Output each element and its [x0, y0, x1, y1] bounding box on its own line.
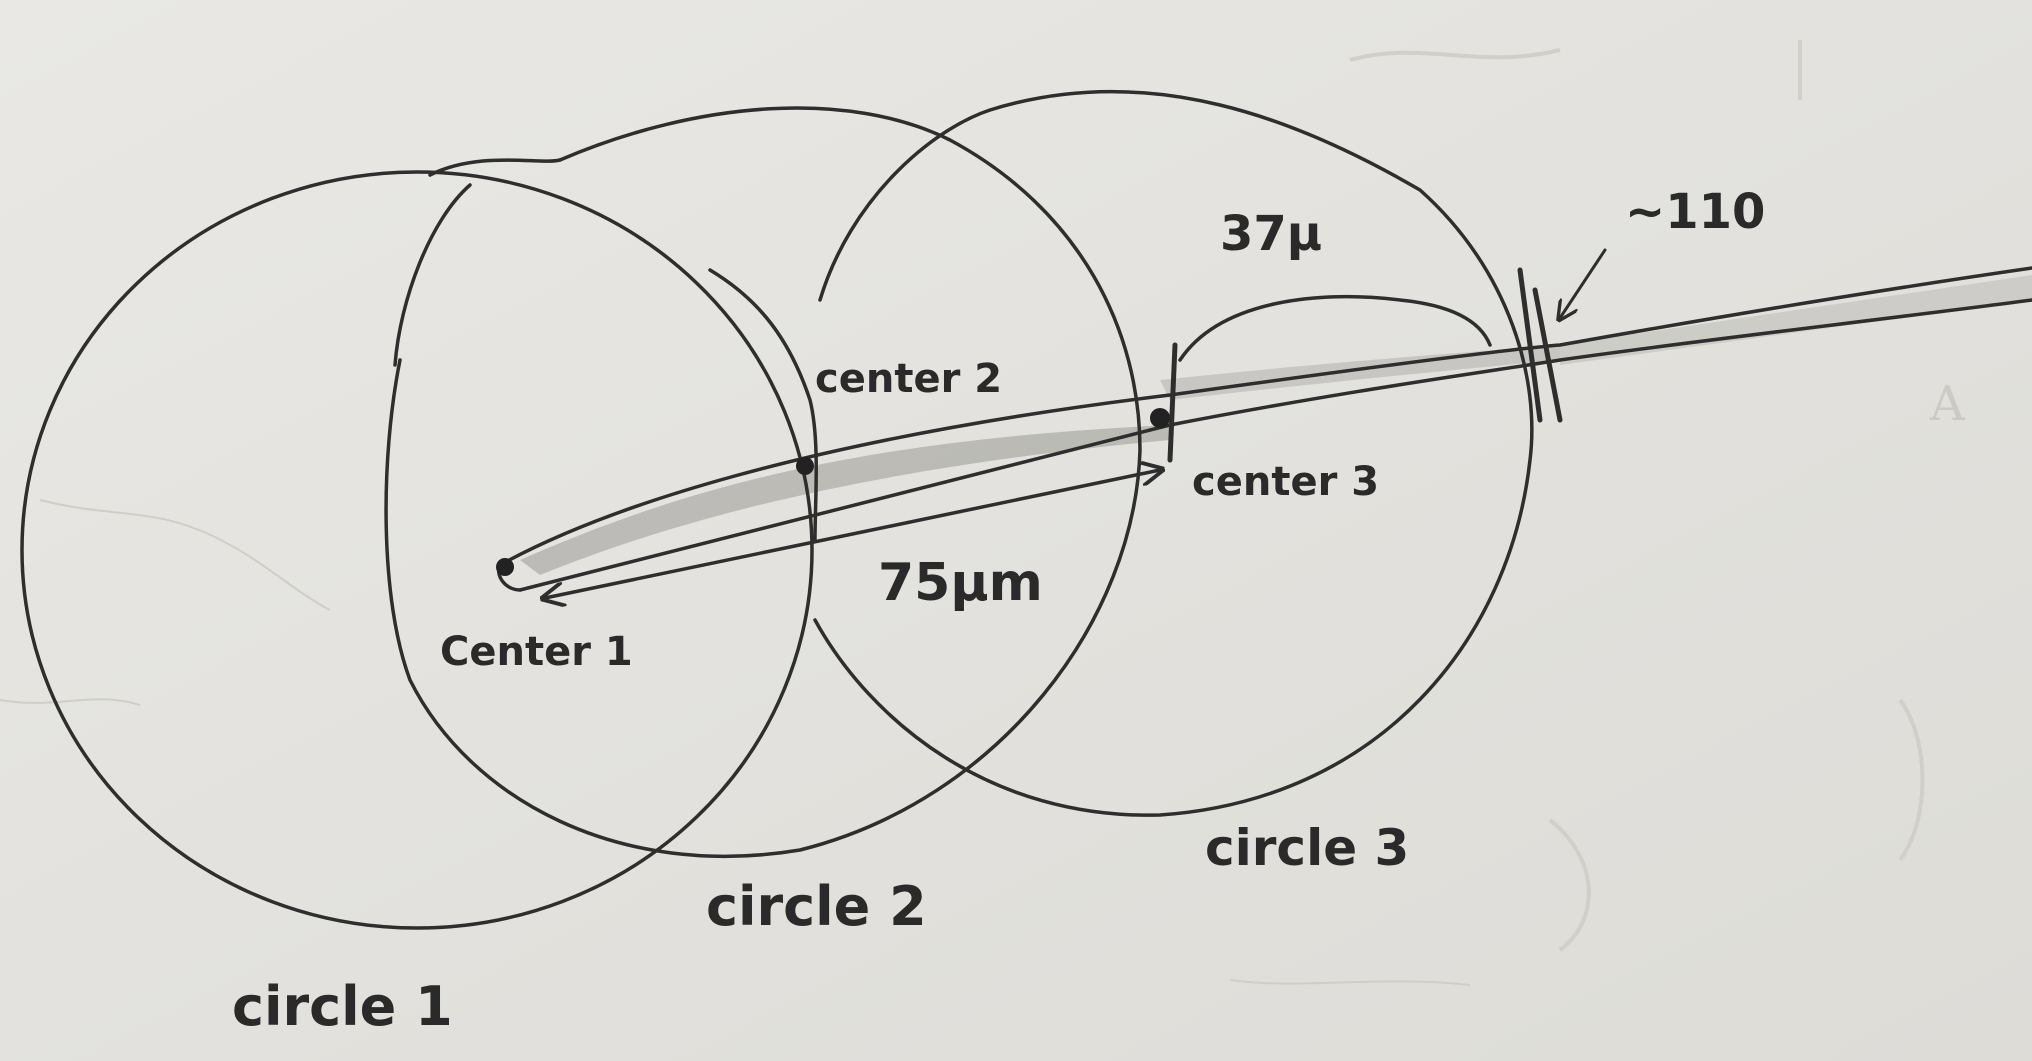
circle-2-top-join	[428, 158, 562, 177]
label-distance-75: 75µm	[878, 553, 1043, 613]
center-3-dot	[1150, 408, 1170, 428]
pencil-shading-upper	[1160, 345, 1560, 400]
label-center-1: Center 1	[440, 629, 633, 675]
center-3-tick	[1167, 342, 1178, 463]
background-mark: A	[1929, 376, 1966, 432]
distance-arrow-37	[1178, 294, 1492, 362]
label-circle-1: circle 1	[232, 975, 453, 1038]
angle-pointer-arrow	[1560, 248, 1607, 318]
circle-2-outline	[384, 106, 1142, 859]
angle-tick-a	[1517, 267, 1543, 423]
label-circle-2: circle 2	[706, 875, 927, 938]
distance-arrow-75	[545, 470, 1160, 598]
center-1-dot	[496, 558, 514, 576]
center-2-dot	[796, 457, 814, 475]
label-center-3: center 3	[1192, 459, 1379, 505]
label-angle-110: ~110	[1625, 184, 1765, 240]
label-center-2: center 2	[815, 356, 1002, 402]
label-distance-37: 37µ	[1220, 206, 1322, 262]
angle-tick-b	[1532, 287, 1563, 423]
show-through-scribbles	[1349, 40, 1925, 952]
circle-2-left-arc	[393, 183, 472, 367]
circle-3-outline	[813, 89, 1534, 817]
paper-creases	[0, 499, 1471, 986]
label-circle-3: circle 3	[1205, 819, 1409, 877]
